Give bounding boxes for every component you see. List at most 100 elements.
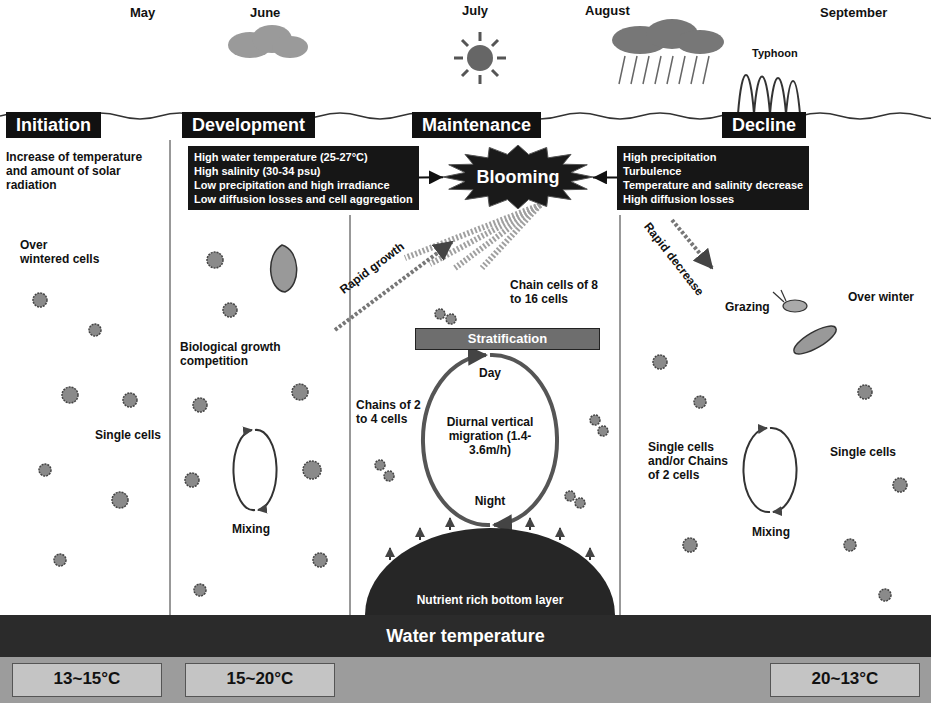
- temperature-band: Water temperature 13~15°C 15~20°C 20~13°C: [0, 615, 931, 703]
- cell: [375, 460, 385, 470]
- process-label: Mixing: [752, 525, 790, 539]
- time-label: Day: [470, 366, 510, 380]
- loop-arc: [233, 430, 255, 510]
- rain: [619, 56, 709, 84]
- cell-label: Single cells: [830, 445, 896, 459]
- condition-note: Increase of temperature and amount of so…: [6, 150, 166, 192]
- node-text: High precipitation: [623, 150, 803, 164]
- node-text: High salinity (30-34 psu): [194, 164, 413, 178]
- cell: [384, 471, 394, 481]
- up-arrow: [529, 518, 531, 530]
- flow-arrow: [593, 176, 617, 178]
- light-rays: [405, 205, 540, 268]
- phase-header: Decline: [722, 112, 806, 138]
- up-arrow: [449, 518, 451, 530]
- cell: [112, 492, 128, 508]
- month-label: May: [130, 6, 155, 20]
- cell: [590, 415, 600, 425]
- up-arrow: [559, 528, 561, 540]
- node-text: Temperature and salinity decrease: [623, 178, 803, 192]
- divider-line: [170, 140, 171, 615]
- cell: [858, 385, 872, 399]
- weather-label: Typhoon: [752, 46, 798, 60]
- cell: [879, 589, 891, 601]
- rain-cloud: [612, 19, 724, 84]
- loop-arc: [743, 428, 770, 512]
- node-text: Low precipitation and high irradiance: [194, 178, 413, 192]
- node-text: Low diffusion losses and cell aggregatio…: [194, 192, 413, 206]
- up-arrow: [589, 548, 591, 560]
- month-label: July: [462, 4, 488, 18]
- up-arrow: [419, 528, 421, 540]
- sun-ray: [462, 70, 468, 76]
- sun-ray: [479, 32, 482, 41]
- phase-header: Development: [182, 112, 315, 138]
- cell: [207, 252, 223, 268]
- starburst-outline: [443, 145, 593, 209]
- migration-loop: [423, 355, 557, 525]
- cell: [292, 384, 308, 400]
- condition-box: High water temperature (25-27°C)High sal…: [188, 146, 419, 210]
- month-label: June: [250, 6, 280, 20]
- cell-label: Over wintered cells: [20, 238, 100, 266]
- light-ray: [482, 205, 540, 268]
- light-ray: [430, 205, 540, 264]
- cell-label: Over winter: [848, 290, 918, 304]
- copepod-body: [783, 300, 807, 312]
- month-label: August: [585, 4, 630, 18]
- node-text: Water temperature: [0, 625, 931, 647]
- loop-arc: [255, 430, 277, 510]
- process-label: Mixing: [232, 522, 270, 536]
- sun-ray: [462, 40, 468, 46]
- sun-disc: [467, 45, 493, 71]
- node-text: Blooming: [477, 166, 560, 188]
- temperature-cell: 13~15°C: [12, 663, 162, 697]
- cell: [33, 293, 47, 307]
- process-label: Biological growth competition: [180, 340, 300, 368]
- cell: [303, 461, 321, 479]
- cell: [313, 553, 327, 567]
- condition-box: High precipitationTurbulenceTemperature …: [617, 146, 809, 210]
- node-text: Maintenance: [422, 114, 531, 136]
- node-text: High diffusion losses: [623, 192, 803, 206]
- cell: [123, 393, 137, 407]
- sun-ray: [454, 57, 463, 60]
- phase-header: Maintenance: [412, 112, 541, 138]
- node-text: Initiation: [16, 114, 91, 136]
- node-text: 15~20°C: [186, 664, 334, 694]
- process-label: Grazing: [725, 300, 770, 314]
- bloom-starburst: Blooming: [443, 145, 593, 209]
- node-text: Turbulence: [623, 164, 803, 178]
- cell: [844, 539, 856, 551]
- node-text: 13~15°C: [13, 664, 161, 694]
- cell: [193, 398, 207, 412]
- cell-label: Single cells and/or Chains of 2 cells: [648, 440, 730, 482]
- node-text: Stratification: [416, 329, 599, 349]
- cell: [575, 498, 585, 508]
- node-text: 20~13°C: [771, 664, 919, 694]
- cell: [62, 387, 78, 403]
- time-label: Night: [465, 494, 515, 508]
- cell: [185, 473, 199, 487]
- rain-line: [631, 56, 637, 84]
- cell-label: Chain cells of 8 to 16 cells: [510, 278, 610, 306]
- cell: [54, 554, 66, 566]
- column-dividers: [170, 140, 620, 615]
- cell-label: Chains of 2 to 4 cells: [356, 398, 428, 426]
- rain-line: [643, 56, 649, 84]
- rain-line: [691, 56, 697, 84]
- up-arrow: [389, 548, 391, 560]
- node-text: Nutrient rich bottom layer: [417, 593, 564, 607]
- cell: [565, 491, 575, 501]
- typhoon-waves: [738, 75, 800, 114]
- cell: [223, 303, 237, 317]
- sun-ray: [492, 70, 498, 76]
- node-text: High water temperature (25-27°C): [194, 150, 413, 164]
- sun: [454, 32, 506, 84]
- cell: [683, 538, 697, 552]
- divider-line: [620, 215, 621, 615]
- dome-outline: [365, 528, 615, 615]
- cell: [435, 309, 445, 319]
- cell: [39, 464, 51, 476]
